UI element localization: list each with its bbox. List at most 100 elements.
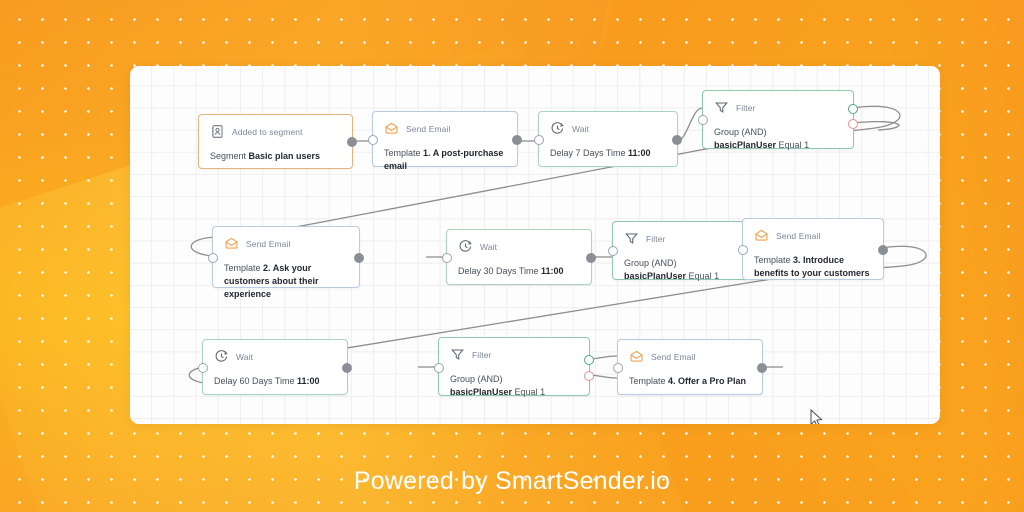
output-port-false[interactable] — [584, 371, 594, 381]
node-title: Send Email — [651, 351, 696, 362]
node-body-strong: 11:00 — [297, 376, 320, 386]
output-port-false[interactable] — [848, 119, 858, 129]
filter-condition: basicPlanUser Equal 1 — [450, 386, 578, 399]
funnel-icon — [624, 231, 639, 246]
output-port-true[interactable] — [584, 355, 594, 365]
node-body: Template 3. Introduce benefits to your c… — [754, 254, 872, 280]
input-port[interactable] — [208, 253, 218, 263]
filter-operator-value: Equal 1 — [776, 139, 810, 150]
node-filter-3[interactable]: Filter Group (AND) basicPlanUser Equal 1 — [434, 337, 594, 399]
node-body-strong: 11:00 — [541, 266, 564, 276]
node-wait-60-days[interactable]: Wait Delay 60 Days Time 11:00 — [198, 339, 352, 395]
input-port[interactable] — [442, 253, 452, 263]
envelope-icon — [224, 236, 239, 251]
node-added-to-segment[interactable]: Added to segment Segment Basic plan user… — [198, 114, 357, 169]
clock-icon — [458, 239, 473, 254]
node-title: Send Email — [776, 230, 821, 241]
funnel-icon — [450, 347, 465, 362]
workflow-canvas[interactable]: Added to segment Segment Basic plan user… — [130, 66, 940, 424]
input-port[interactable] — [434, 363, 444, 373]
node-body: Group (AND) basicPlanUser Equal 1 — [714, 126, 842, 152]
input-port[interactable] — [198, 363, 208, 373]
node-body: Segment Basic plan users — [210, 150, 341, 163]
node-body-strong: 4. Offer a Pro Plan — [668, 376, 747, 386]
input-port[interactable] — [608, 246, 618, 256]
node-title: Send Email — [406, 123, 451, 134]
filter-operator-value: Equal 1 — [686, 270, 720, 281]
filter-condition: basicPlanUser Equal 1 — [624, 270, 752, 283]
node-title: Wait — [572, 123, 590, 134]
filter-field: basicPlanUser — [450, 386, 513, 397]
funnel-icon — [714, 100, 729, 115]
output-port[interactable] — [672, 135, 682, 145]
input-port[interactable] — [534, 135, 544, 145]
node-body-prefix: Delay 7 Days Time — [550, 148, 629, 158]
input-port[interactable] — [738, 245, 748, 255]
output-port-true[interactable] — [848, 104, 858, 114]
node-header: Send Email — [754, 228, 872, 243]
node-body-prefix: Template — [224, 263, 264, 273]
envelope-icon — [629, 349, 644, 364]
input-port[interactable] — [368, 135, 378, 145]
node-header: Wait — [458, 239, 580, 254]
node-header: Wait — [550, 121, 666, 136]
node-header: Send Email — [224, 236, 348, 251]
footer-branding: Powered by SmartSender.io — [353, 467, 671, 495]
node-filter-1[interactable]: Filter Group (AND) basicPlanUser Equal 1 — [698, 90, 858, 152]
node-body: Template 4. Offer a Pro Plan — [629, 375, 751, 388]
node-wait-7-days[interactable]: Wait Delay 7 Days Time 11:00 — [534, 111, 682, 167]
envelope-icon — [384, 121, 399, 136]
node-body-prefix: Delay 60 Days Time — [214, 376, 298, 386]
node-body-prefix: Template — [754, 255, 794, 265]
output-port[interactable] — [878, 245, 888, 255]
node-header: Send Email — [629, 349, 751, 364]
filter-field: basicPlanUser — [624, 270, 687, 281]
node-body-strong: 2. Ask your customers about their experi… — [224, 263, 319, 299]
node-send-email-3[interactable]: Send Email Template 3. Introduce benefit… — [738, 218, 888, 280]
node-body: Delay 7 Days Time 11:00 — [550, 147, 666, 160]
node-body-prefix: Template — [629, 376, 669, 386]
node-header: Send Email — [384, 121, 506, 136]
edge-n4-false-loop — [852, 120, 900, 131]
node-header: Wait — [214, 349, 336, 364]
output-port[interactable] — [342, 363, 352, 373]
node-body-strong: 11:00 — [628, 148, 651, 158]
node-title: Filter — [736, 102, 756, 113]
node-body-prefix: Template — [384, 148, 424, 158]
clock-icon — [550, 121, 565, 136]
node-body-prefix: Delay 30 Days Time — [458, 266, 542, 276]
node-header: Filter — [624, 231, 752, 246]
output-port[interactable] — [347, 137, 357, 147]
node-header: Filter — [450, 347, 578, 362]
node-title: Wait — [480, 241, 498, 252]
envelope-icon — [754, 228, 769, 243]
contact-card-icon — [210, 124, 225, 139]
input-port[interactable] — [698, 115, 708, 125]
node-body-strong: 3. Introduce benefits to your customers — [754, 255, 870, 278]
node-body: Template 2. Ask your customers about the… — [224, 262, 348, 300]
filter-field: basicPlanUser — [714, 139, 777, 150]
node-title: Filter — [472, 349, 492, 360]
output-port[interactable] — [586, 253, 596, 263]
output-port[interactable] — [512, 135, 522, 145]
node-title: Wait — [236, 351, 254, 362]
node-body: Template 1. A post-purchase email — [384, 147, 506, 173]
node-title: Added to segment — [232, 126, 303, 137]
mouse-cursor — [810, 408, 824, 424]
filter-condition: basicPlanUser Equal 1 — [714, 139, 842, 152]
node-header: Filter — [714, 100, 842, 115]
node-body: Delay 60 Days Time 11:00 — [214, 375, 336, 388]
filter-group-label: Group (AND) — [714, 127, 767, 137]
node-send-email-4[interactable]: Send Email Template 4. Offer a Pro Plan — [613, 339, 767, 395]
input-port[interactable] — [613, 363, 623, 373]
node-title: Send Email — [246, 238, 291, 249]
output-port[interactable] — [354, 253, 364, 263]
node-body-prefix: Segment — [210, 151, 249, 161]
output-port[interactable] — [757, 363, 767, 373]
filter-operator-value: Equal 1 — [512, 386, 546, 397]
node-body-strong: 1. A post-purchase email — [384, 148, 504, 171]
node-send-email-2[interactable]: Send Email Template 2. Ask your customer… — [208, 226, 364, 299]
node-wait-30-days[interactable]: Wait Delay 30 Days Time 11:00 — [442, 229, 596, 285]
filter-group-label: Group (AND) — [624, 258, 677, 268]
node-send-email-1[interactable]: Send Email Template 1. A post-purchase e… — [368, 111, 522, 171]
